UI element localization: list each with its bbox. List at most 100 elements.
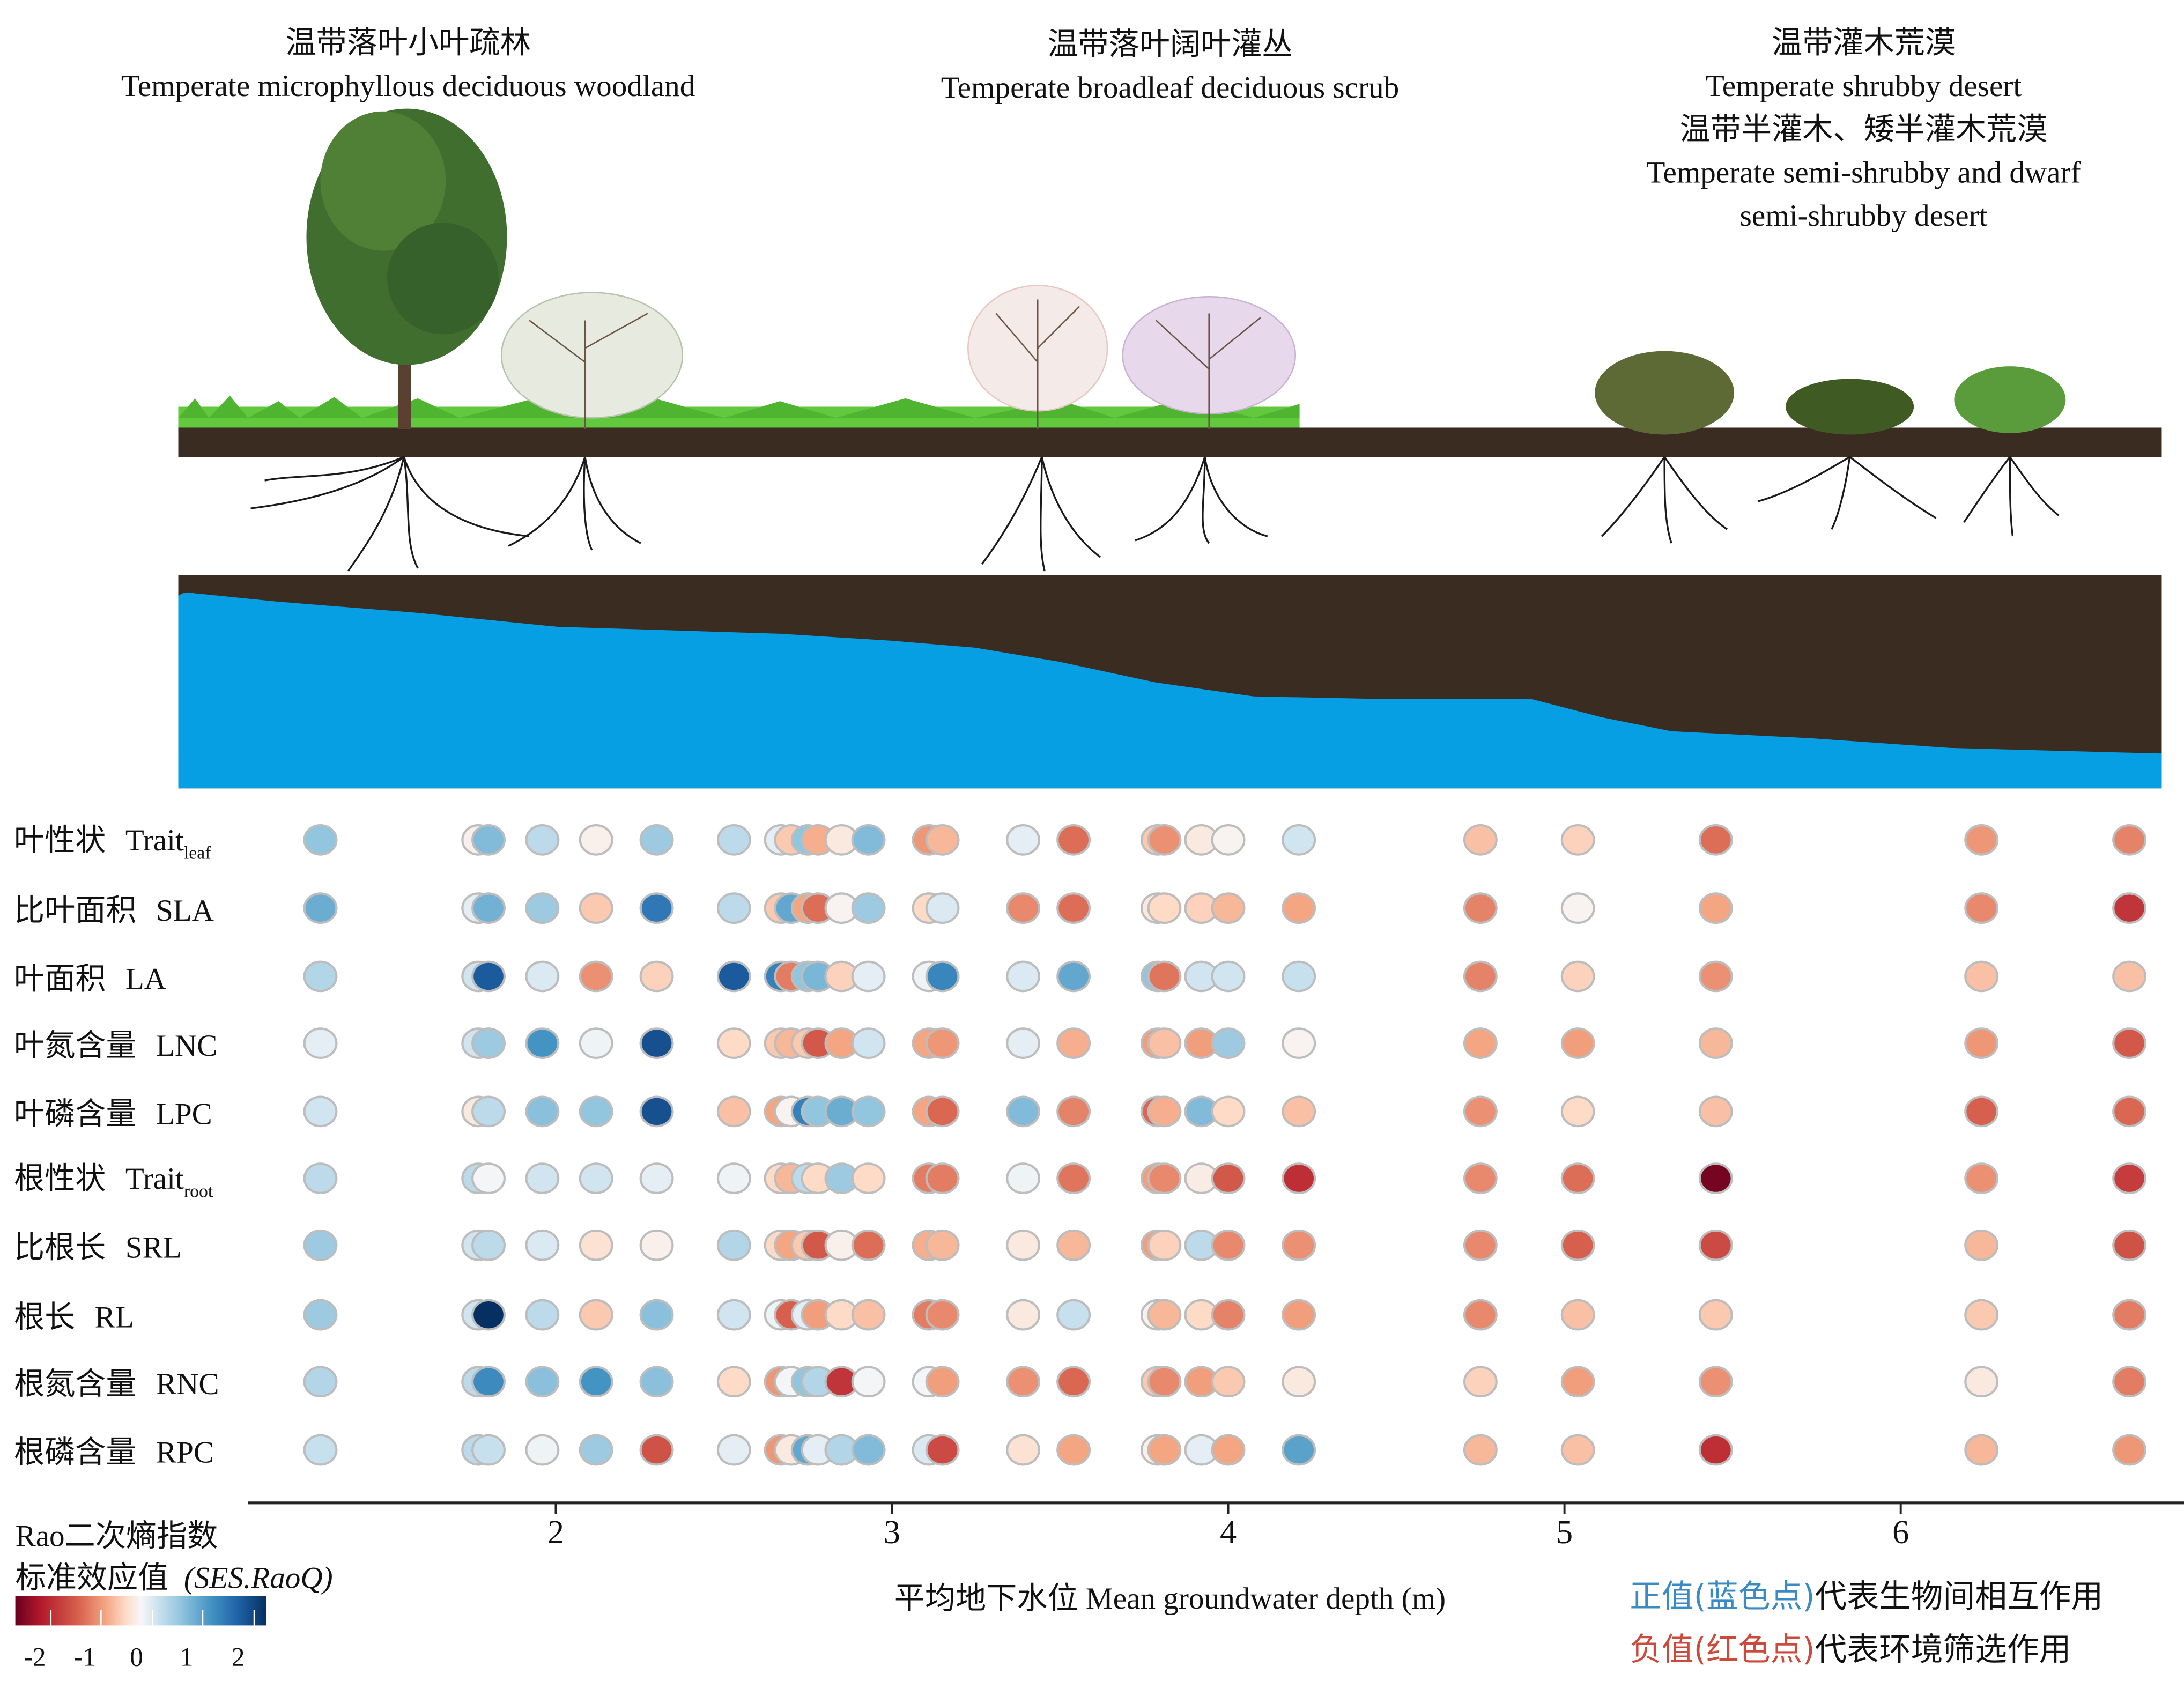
dot-row1-col3 — [525, 892, 560, 924]
dot-row2-col18 — [1147, 960, 1182, 993]
row-label-en: Trait — [125, 822, 184, 857]
colorbar-label: 2 — [231, 1643, 245, 1673]
zone-title-en-2: Temperate semi-shrubby and dwarf — [1646, 154, 2081, 190]
dot-row3-col5 — [639, 1027, 674, 1059]
dot-row9-col5 — [639, 1434, 674, 1466]
dot-row9-col24 — [1698, 1434, 1733, 1466]
dot-row5-col25 — [1964, 1162, 1999, 1194]
note-positive-text: 代表生物间相互作用 — [1815, 1579, 2104, 1616]
dot-row3-col3 — [525, 1027, 560, 1059]
dot-row4-col16 — [1056, 1095, 1091, 1128]
dot-row1-col2 — [471, 892, 506, 924]
dot-row6-col12 — [851, 1229, 886, 1261]
dot-row4-col15 — [1006, 1095, 1041, 1128]
dot-row5-col23 — [1560, 1162, 1595, 1194]
shrub-desert-3 — [1954, 366, 2066, 433]
x-tick-label: 3 — [883, 1515, 901, 1552]
dot-row9-col12 — [851, 1434, 886, 1466]
dot-row5-col0 — [303, 1162, 338, 1194]
dot-row4-col0 — [303, 1095, 338, 1128]
row-label-cn: 叶面积 — [13, 961, 106, 996]
dot-row7-col20 — [1211, 1299, 1246, 1331]
dot-row8-col2 — [471, 1366, 506, 1398]
dot-row3-col23 — [1560, 1027, 1595, 1059]
colorbar-tick — [253, 1610, 255, 1626]
dot-row5-col20 — [1211, 1162, 1246, 1194]
dot-row7-col3 — [525, 1299, 560, 1331]
dot-row1-col5 — [639, 892, 674, 924]
dot-row9-col20 — [1211, 1434, 1246, 1466]
dot-row4-col26 — [2112, 1095, 2147, 1128]
dot-row8-col20 — [1211, 1366, 1246, 1398]
dot-row3-col20 — [1211, 1027, 1246, 1059]
dot-row6-col26 — [2112, 1229, 2147, 1261]
dot-row6-col24 — [1698, 1229, 1733, 1261]
row-label-en: LA — [125, 961, 167, 996]
dot-row6-col25 — [1964, 1229, 1999, 1261]
note-negative-text: 代表环境筛选作用 — [1815, 1632, 2071, 1669]
dot-row7-col18 — [1147, 1299, 1182, 1331]
dot-row1-col26 — [2112, 892, 2147, 924]
zone-title-en: Temperate shrubby desert — [1705, 68, 2022, 103]
dot-row3-col0 — [303, 1027, 338, 1059]
dot-row4-col23 — [1560, 1095, 1595, 1128]
dot-row0-col22 — [1463, 824, 1498, 856]
dot-row0-col23 — [1560, 824, 1595, 856]
dot-row9-col16 — [1056, 1434, 1091, 1466]
dot-row2-col2 — [471, 960, 506, 993]
zone-title-en: Temperate broadleaf deciduous scrub — [941, 69, 1400, 105]
dot-row6-col16 — [1056, 1229, 1091, 1261]
dot-row4-col22 — [1463, 1095, 1498, 1128]
dot-row3-col14 — [925, 1027, 960, 1059]
dot-row8-col3 — [525, 1366, 560, 1398]
x-tick-label: 4 — [1219, 1515, 1237, 1552]
dot-row7-col14 — [925, 1299, 960, 1331]
row-label-en: RPC — [156, 1434, 214, 1470]
colorbar-label: -1 — [73, 1643, 97, 1673]
dot-row7-col22 — [1463, 1299, 1498, 1331]
dot-row0-col12 — [851, 824, 886, 856]
dot-row9-col21 — [1282, 1434, 1316, 1466]
dot-row6-col4 — [579, 1229, 613, 1261]
dot-row1-col23 — [1560, 892, 1595, 924]
grass — [178, 395, 1300, 429]
dot-row5-col21 — [1282, 1162, 1316, 1194]
dot-row5-col14 — [925, 1162, 960, 1194]
dot-row3-col26 — [2112, 1027, 2147, 1059]
dot-row6-col18 — [1147, 1229, 1182, 1261]
dot-row4-col25 — [1964, 1095, 1999, 1128]
dot-row0-col4 — [579, 824, 613, 856]
dot-row6-col3 — [525, 1229, 560, 1261]
dot-row4-col12 — [851, 1095, 886, 1128]
dot-row8-col14 — [925, 1366, 960, 1398]
row-label-en: LNC — [156, 1028, 218, 1063]
dot-row5-col2 — [471, 1162, 506, 1194]
dot-row1-col24 — [1698, 892, 1733, 924]
dot-row6-col21 — [1282, 1229, 1316, 1261]
zone-title-cn: 温带灌木荒漠 — [1772, 25, 1956, 60]
dot-row1-col20 — [1211, 892, 1246, 924]
colorbar-subtitle-en: (SES.RaoQ) — [183, 1560, 333, 1595]
dot-row2-col25 — [1964, 960, 1999, 993]
colorbar-subtitle-cn: 标准效应值 — [15, 1560, 169, 1595]
dot-row8-col5 — [639, 1366, 674, 1398]
dot-row2-col20 — [1211, 960, 1246, 993]
groundwater-area — [178, 592, 2162, 789]
x-axis-label: 平均地下水位 Mean groundwater depth (m) — [894, 1581, 1446, 1616]
zone-title-cn-2: 温带半灌木、矮半灌木荒漠 — [1679, 111, 2048, 146]
dot-row7-col4 — [579, 1299, 613, 1331]
dot-row2-col24 — [1698, 960, 1733, 993]
dot-row8-col23 — [1560, 1366, 1595, 1398]
colorbar-tick — [100, 1610, 102, 1626]
dot-row1-col18 — [1147, 892, 1182, 924]
dot-row9-col25 — [1964, 1434, 1999, 1466]
row-label-en: SRL — [125, 1230, 182, 1265]
dot-row4-col18 — [1147, 1095, 1182, 1128]
dot-row6-col0 — [303, 1229, 338, 1261]
dot-row6-col5 — [639, 1229, 674, 1261]
colorbar-tick — [50, 1610, 52, 1626]
